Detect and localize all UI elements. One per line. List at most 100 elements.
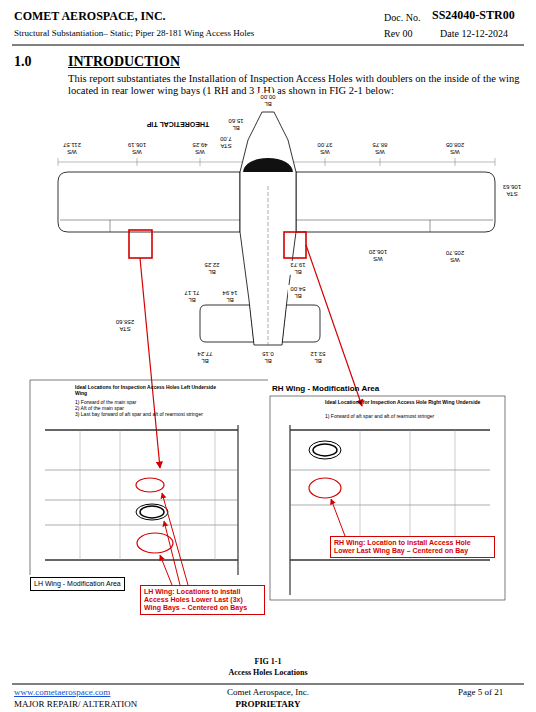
company-name: COMET AEROSPACE, INC. (14, 10, 166, 24)
figure-caption: FIG 1-1 (255, 657, 282, 666)
rib (180, 430, 181, 560)
doubler (136, 504, 168, 520)
callout-box: LH Wing: Locations to install Access Hol… (140, 585, 265, 615)
node-text: LH Wing - Modification Area (34, 580, 121, 588)
aileron-line (110, 220, 111, 232)
footer-rule (12, 684, 524, 685)
root-rib (289, 425, 290, 595)
note-item: 1) Forward of aft spar and aft of rearmo… (325, 414, 434, 420)
station-label: WS 106.19 (127, 141, 147, 155)
doubler (309, 441, 341, 459)
footer-class: MAJOR REPAIR/ ALTERATION (14, 699, 137, 709)
left-wing (58, 172, 240, 232)
center-line (268, 186, 269, 345)
caption-text: Access Holes Locations (228, 668, 307, 677)
aft-spar (290, 559, 490, 560)
stringer (290, 505, 490, 506)
callout-arrow (160, 555, 172, 585)
dimension-tick (455, 158, 456, 166)
footer-company: Comet Aerospace, Inc. (227, 687, 309, 697)
revision: Rev 00 (384, 28, 413, 40)
canopy (243, 158, 293, 172)
website: www.cometaerospace.com (14, 687, 110, 697)
station-label: WS 37.00 (315, 141, 335, 155)
rib (80, 430, 81, 560)
station-label: BL 19.73 (288, 261, 308, 275)
dimension-tick (137, 158, 138, 166)
station-label: STA 258.60 (115, 318, 135, 332)
right-wing (296, 172, 495, 232)
callout-arrow (162, 493, 188, 585)
left-stabilizer (200, 305, 254, 342)
station-label: BL 15.60 (226, 117, 246, 131)
station-label: BL 0.15 (258, 350, 278, 364)
leader-arrow (306, 245, 362, 406)
doc-number: SS24040-STR00 (432, 9, 515, 23)
station-label: WS 88.75 (370, 141, 390, 155)
leader-arrow (140, 258, 160, 468)
station-label: BL 71.17 (182, 289, 202, 303)
paragraph: This report substantiates the Installati… (68, 73, 523, 97)
node-text: LH Wing: Locations to install Access Hol… (144, 588, 261, 612)
rib (120, 430, 121, 560)
field-label: Doc. No. (384, 12, 420, 24)
fuselage (240, 112, 296, 345)
page-number: Page 5 of 21 (458, 687, 503, 697)
rh-mod-box (284, 232, 306, 258)
aileron-line (430, 220, 431, 232)
station-label: STA 7.00 (216, 135, 236, 149)
stringer (45, 500, 238, 501)
station-label: WS 211.57 (62, 141, 82, 155)
callout-arrow (331, 499, 345, 536)
station-label: BL 14.94 (220, 289, 240, 303)
doc-subject: Structural Substantiation– Static; Piper… (14, 28, 254, 38)
access-hole (313, 444, 337, 456)
access-hole (140, 506, 164, 518)
section-number: 1.0 (14, 54, 32, 70)
dimension-tick (58, 158, 59, 166)
station-label: WS 205.70 (445, 249, 465, 263)
station-label: BL 22.25 (202, 261, 222, 275)
note-item: 2) Aft of the main spar (75, 406, 124, 412)
callout-box: RH Wing: Location to install Access Hole… (330, 536, 495, 558)
access-hole (136, 478, 164, 492)
stringer (290, 470, 490, 471)
dimension-tick (200, 158, 201, 166)
flap-line (60, 220, 240, 221)
station-label: WS 49.25 (190, 141, 210, 155)
area-label-box: LH Wing - Modification Area (30, 577, 125, 591)
stringer (45, 470, 238, 471)
note-item: 3) Last bay forward of aft spar and aft … (75, 412, 203, 418)
station-label: STA 106.63 (502, 183, 522, 197)
flap-line (296, 220, 493, 221)
note-heading: Ideal Locations for Inspection Access Ho… (325, 400, 495, 406)
note-item: 1) Forward of the main spar (75, 400, 136, 406)
header-rule (12, 45, 524, 46)
panel-frame (30, 380, 268, 575)
node-text: RH Wing: Location to install Access Hole… (334, 539, 491, 555)
date: Date 12-12-2024 (440, 28, 508, 40)
station-label: WS 106.20 (368, 248, 388, 262)
dimension-tick (495, 158, 496, 166)
note-heading: Ideal Locations for Inspection Access Ho… (75, 385, 225, 397)
station-label: WS 208.05 (445, 141, 465, 155)
station-label: BL 77.24 (195, 350, 215, 364)
footer-proprietary: PROPRIETARY (235, 699, 300, 709)
section-title: INTRODUCTION (68, 54, 180, 70)
panel-heading: RH Wing - Modification Area (272, 384, 379, 393)
station-label: BL 53.12 (308, 350, 328, 364)
tip-label: THEORETICAL TIP (147, 120, 209, 128)
main-spar (290, 429, 490, 431)
dimension-tick (325, 158, 326, 166)
right-stabilizer (282, 305, 320, 342)
callout-arrow (164, 521, 180, 585)
rib (215, 430, 216, 560)
lh-mod-box (129, 230, 152, 258)
station-label: BL 00.00 (258, 93, 278, 107)
dimension-tick (380, 158, 381, 166)
access-hole (309, 478, 341, 498)
aft-spar (45, 559, 238, 560)
main-spar (45, 429, 238, 431)
panel-frame (270, 396, 505, 600)
